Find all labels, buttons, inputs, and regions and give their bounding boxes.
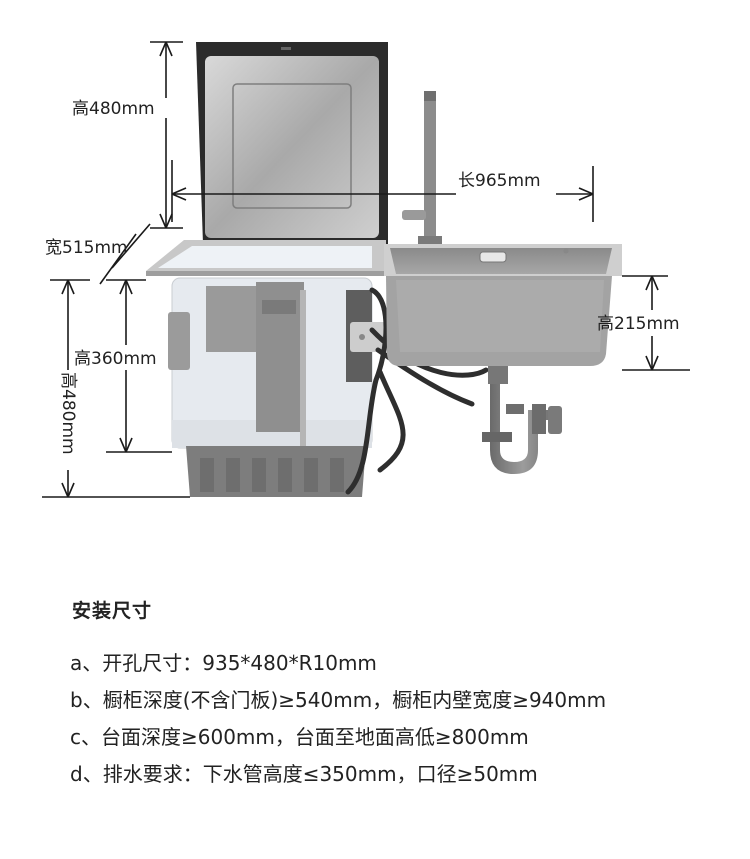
lid-height-label: 高480mm [72, 99, 155, 119]
dishwasher-body [168, 277, 386, 450]
total-height-label: 高480mm [58, 372, 78, 455]
dimension-lines [42, 41, 690, 498]
length-label: 长965mm [458, 171, 541, 191]
body-height-label: 高360mm [74, 349, 157, 369]
installation-diagram: 高480mm 长965mm 宽515mm 高360mm 高480mm 高215m… [42, 41, 690, 498]
countertop-rim-left [146, 240, 386, 276]
width-label: 宽515mm [45, 238, 128, 258]
dishwasher-lid [196, 42, 388, 244]
spec-item-c: c、台面深度≥600mm，台面至地面高低≥800mm [70, 725, 529, 749]
spec-item-a: a、开孔尺寸：935*480*R10mm [70, 651, 377, 675]
drain-pipe [482, 366, 562, 474]
spec-item-b: b、橱柜深度(不含门板)≥540mm，橱柜内壁宽度≥940mm [70, 688, 607, 712]
sink-height-label: 高215mm [597, 314, 680, 334]
spec-title: 安装尺寸 [72, 600, 153, 622]
dishwasher-base [186, 446, 366, 497]
sink [384, 244, 622, 366]
faucet [402, 91, 442, 244]
spec-item-d: d、排水要求：下水管高度≤350mm，口径≥50mm [70, 762, 538, 786]
installation-spec: 安装尺寸 a、开孔尺寸：935*480*R10mm b、橱柜深度(不含门板)≥5… [70, 596, 730, 793]
